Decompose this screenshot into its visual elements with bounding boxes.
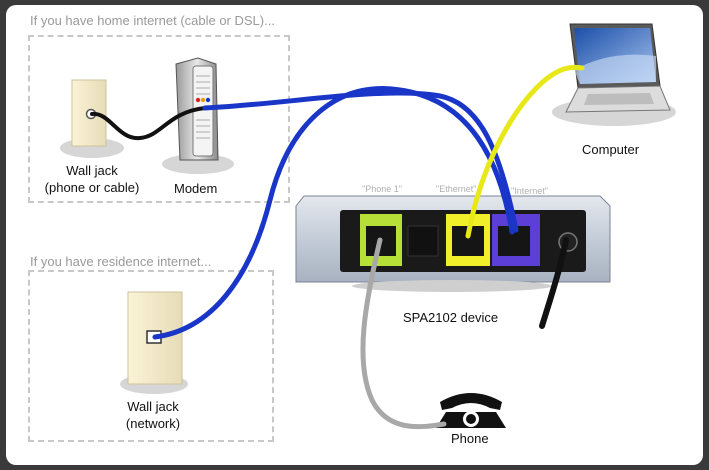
port-phone2	[404, 214, 444, 266]
computer-label: Computer	[582, 142, 640, 157]
phone-label: Phone	[451, 431, 489, 446]
modem-icon	[162, 57, 234, 174]
home-section-title: If you have home internet (cable or DSL)…	[30, 13, 275, 28]
laptop-icon	[552, 23, 676, 126]
spa2102-label: SPA2102 device	[403, 310, 499, 325]
port-label-ethernet: "Ethernet"	[436, 184, 477, 194]
telephone-icon	[436, 393, 506, 428]
wall-jack-phone-icon	[60, 79, 124, 158]
home-internet-section	[28, 35, 290, 203]
port-label-phone1: "Phone 1"	[362, 184, 402, 194]
residence-section-title: If you have residence internet...	[30, 254, 212, 269]
blue-cable-network	[152, 86, 515, 340]
power-cable	[539, 237, 569, 329]
wall-jack-network-icon	[120, 291, 188, 394]
port-ethernet	[446, 214, 490, 266]
modem-label: Modem	[174, 181, 218, 196]
wall-jack-phone-label-line2: (phone or cable)	[44, 180, 140, 195]
wall-jack-phone-label: Wall jack (phone or cable)	[40, 162, 144, 196]
wall-jack-phone-label-line1: Wall jack	[66, 163, 118, 178]
black-cable	[90, 106, 207, 141]
yellow-cable	[465, 64, 585, 239]
wall-jack-network-label-line2: (network)	[125, 416, 181, 431]
wall-jack-network-label: Wall jack (network)	[110, 398, 196, 432]
residence-internet-section	[28, 270, 274, 442]
wall-jack-network-label-line1: Wall jack	[127, 399, 179, 414]
gray-cable	[360, 237, 447, 430]
port-label-internet: "Internet"	[511, 186, 548, 196]
blue-cable-modem	[202, 90, 519, 233]
